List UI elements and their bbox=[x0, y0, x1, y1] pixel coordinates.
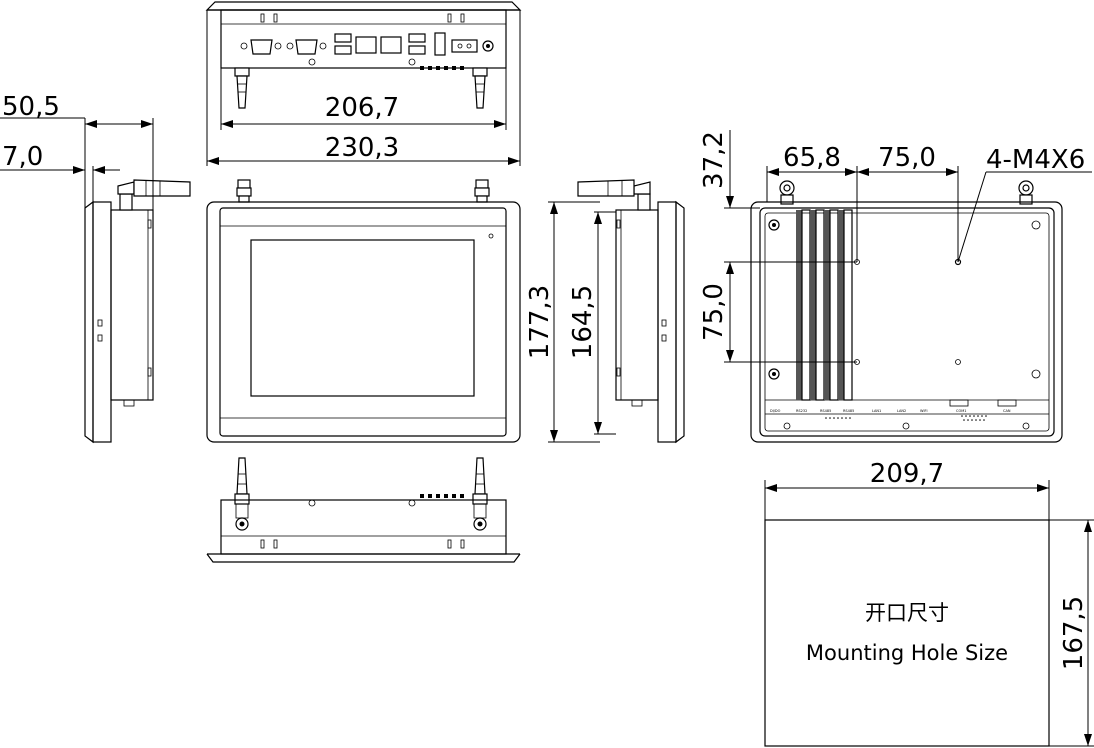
dim-overall-width: 230,3 bbox=[325, 133, 399, 163]
bottom-view bbox=[206, 457, 521, 563]
front-view bbox=[206, 179, 521, 443]
mounting-cutout: 209,7 开口尺寸 Mounting Hole Size 167,5 bbox=[764, 459, 1094, 747]
antenna-right bbox=[577, 179, 651, 211]
rear-dims: 65,8 75,0 4-M4X6 37,2 75,0 bbox=[699, 130, 1092, 363]
vent-holes-top bbox=[420, 66, 464, 70]
dim-cutout-width: 209,7 bbox=[870, 459, 944, 489]
antenna-left bbox=[117, 179, 191, 211]
dim-hole-offset-y: 37,2 bbox=[699, 131, 729, 189]
mount-holes bbox=[854, 258, 962, 365]
antenna-rear-right bbox=[1018, 180, 1034, 205]
io-ports bbox=[240, 32, 494, 66]
dim-top-inner-width: 206,7 bbox=[325, 93, 399, 123]
port-label: CAN bbox=[1003, 409, 1011, 413]
antenna-rear-left bbox=[779, 180, 795, 205]
antenna-bottom-left bbox=[234, 457, 250, 531]
port-label: LAN1 bbox=[872, 409, 881, 413]
dim-cutout-height: 167,5 bbox=[1059, 596, 1089, 670]
rear-dot-rows bbox=[825, 415, 987, 421]
vent-holes-bottom bbox=[420, 494, 464, 498]
left-side-view: 50,5 7,0 bbox=[0, 92, 191, 444]
port-label: LAN2 bbox=[897, 409, 906, 413]
dim-hole-spacing-y: 75,0 bbox=[699, 283, 729, 341]
antenna-front-left bbox=[236, 179, 252, 203]
port-label: RS485 bbox=[820, 409, 831, 413]
port-label: WIFI bbox=[920, 409, 928, 413]
dim-inner-height: 164,5 bbox=[568, 285, 598, 359]
dim-depth-small: 7,0 bbox=[2, 142, 43, 172]
dim-screw-spec: 4-M4X6 bbox=[986, 145, 1085, 175]
heatsink-fins bbox=[796, 209, 853, 401]
port-label: DI/DO bbox=[770, 409, 781, 413]
rear-port-labels: DI/DO RS232 RS485 RS485 LAN1 LAN2 WIFI C… bbox=[770, 409, 1011, 413]
antenna-top-left bbox=[234, 67, 250, 109]
dim-overall-height: 177,3 bbox=[525, 285, 555, 359]
port-label: COM1 bbox=[956, 409, 966, 413]
slots-top bbox=[260, 13, 465, 23]
cutout-title-en: Mounting Hole Size bbox=[806, 641, 1008, 665]
antenna-front-right bbox=[474, 179, 490, 203]
cutout-title-cn: 开口尺寸 bbox=[865, 601, 949, 625]
corner-screws bbox=[768, 219, 1041, 430]
height-dims: 177,3 164,5 bbox=[525, 201, 616, 443]
dim-hole-spacing-x: 75,0 bbox=[878, 143, 936, 173]
dim-hole-offset-x: 65,8 bbox=[783, 143, 841, 173]
dim-depth-total: 50,5 bbox=[2, 92, 60, 122]
antenna-top-right bbox=[472, 67, 488, 109]
antenna-bottom-right bbox=[472, 457, 488, 531]
right-side-view bbox=[577, 179, 685, 444]
port-label: RS232 bbox=[796, 409, 807, 413]
port-label: RS485 bbox=[843, 409, 854, 413]
top-view: 206,7 230,3 bbox=[205, 1, 522, 166]
rear-view: DI/DO RS232 RS485 RS485 LAN1 LAN2 WIFI C… bbox=[750, 180, 1063, 443]
